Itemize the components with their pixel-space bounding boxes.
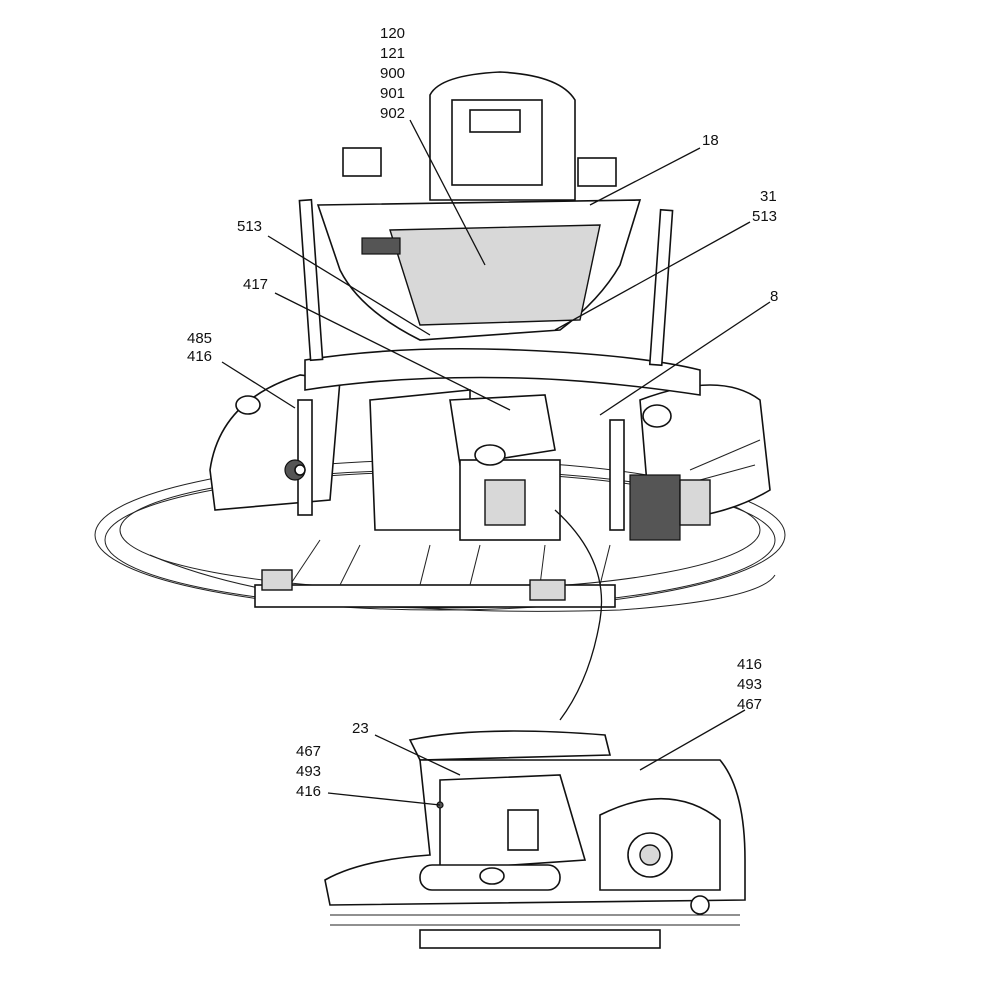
callout-31: 31 xyxy=(760,188,777,205)
callout-901: 901 xyxy=(380,85,405,102)
callout-493-detail-right: 493 xyxy=(737,676,762,693)
operator-seat xyxy=(316,71,642,341)
callout-23: 23 xyxy=(352,720,369,737)
callout-467-detail-left: 467 xyxy=(296,743,321,760)
detail-view xyxy=(324,730,746,949)
callout-120: 120 xyxy=(380,25,405,42)
callout-416: 416 xyxy=(187,348,212,365)
callout-902: 902 xyxy=(380,105,405,122)
callout-513-left: 513 xyxy=(237,218,262,235)
leader-lines xyxy=(221,119,771,806)
detail-connector-line xyxy=(554,509,603,721)
callout-513-right: 513 xyxy=(752,208,777,225)
callout-416-detail-right: 416 xyxy=(737,656,762,673)
callout-8: 8 xyxy=(770,288,778,305)
callout-labels: 120 121 900 901 902 18 31 513 513 417 8 … xyxy=(187,25,778,800)
engine xyxy=(284,389,561,541)
callout-485: 485 xyxy=(187,330,212,347)
callout-900: 900 xyxy=(380,65,405,82)
callout-417: 417 xyxy=(243,276,268,293)
callout-18: 18 xyxy=(702,132,719,149)
callout-416-detail-left: 416 xyxy=(296,783,321,800)
trowel-rings xyxy=(94,459,786,612)
frame xyxy=(297,198,701,531)
callout-121: 121 xyxy=(380,45,405,62)
callout-493-detail-left: 493 xyxy=(296,763,321,780)
callout-467-detail-right: 467 xyxy=(737,696,762,713)
